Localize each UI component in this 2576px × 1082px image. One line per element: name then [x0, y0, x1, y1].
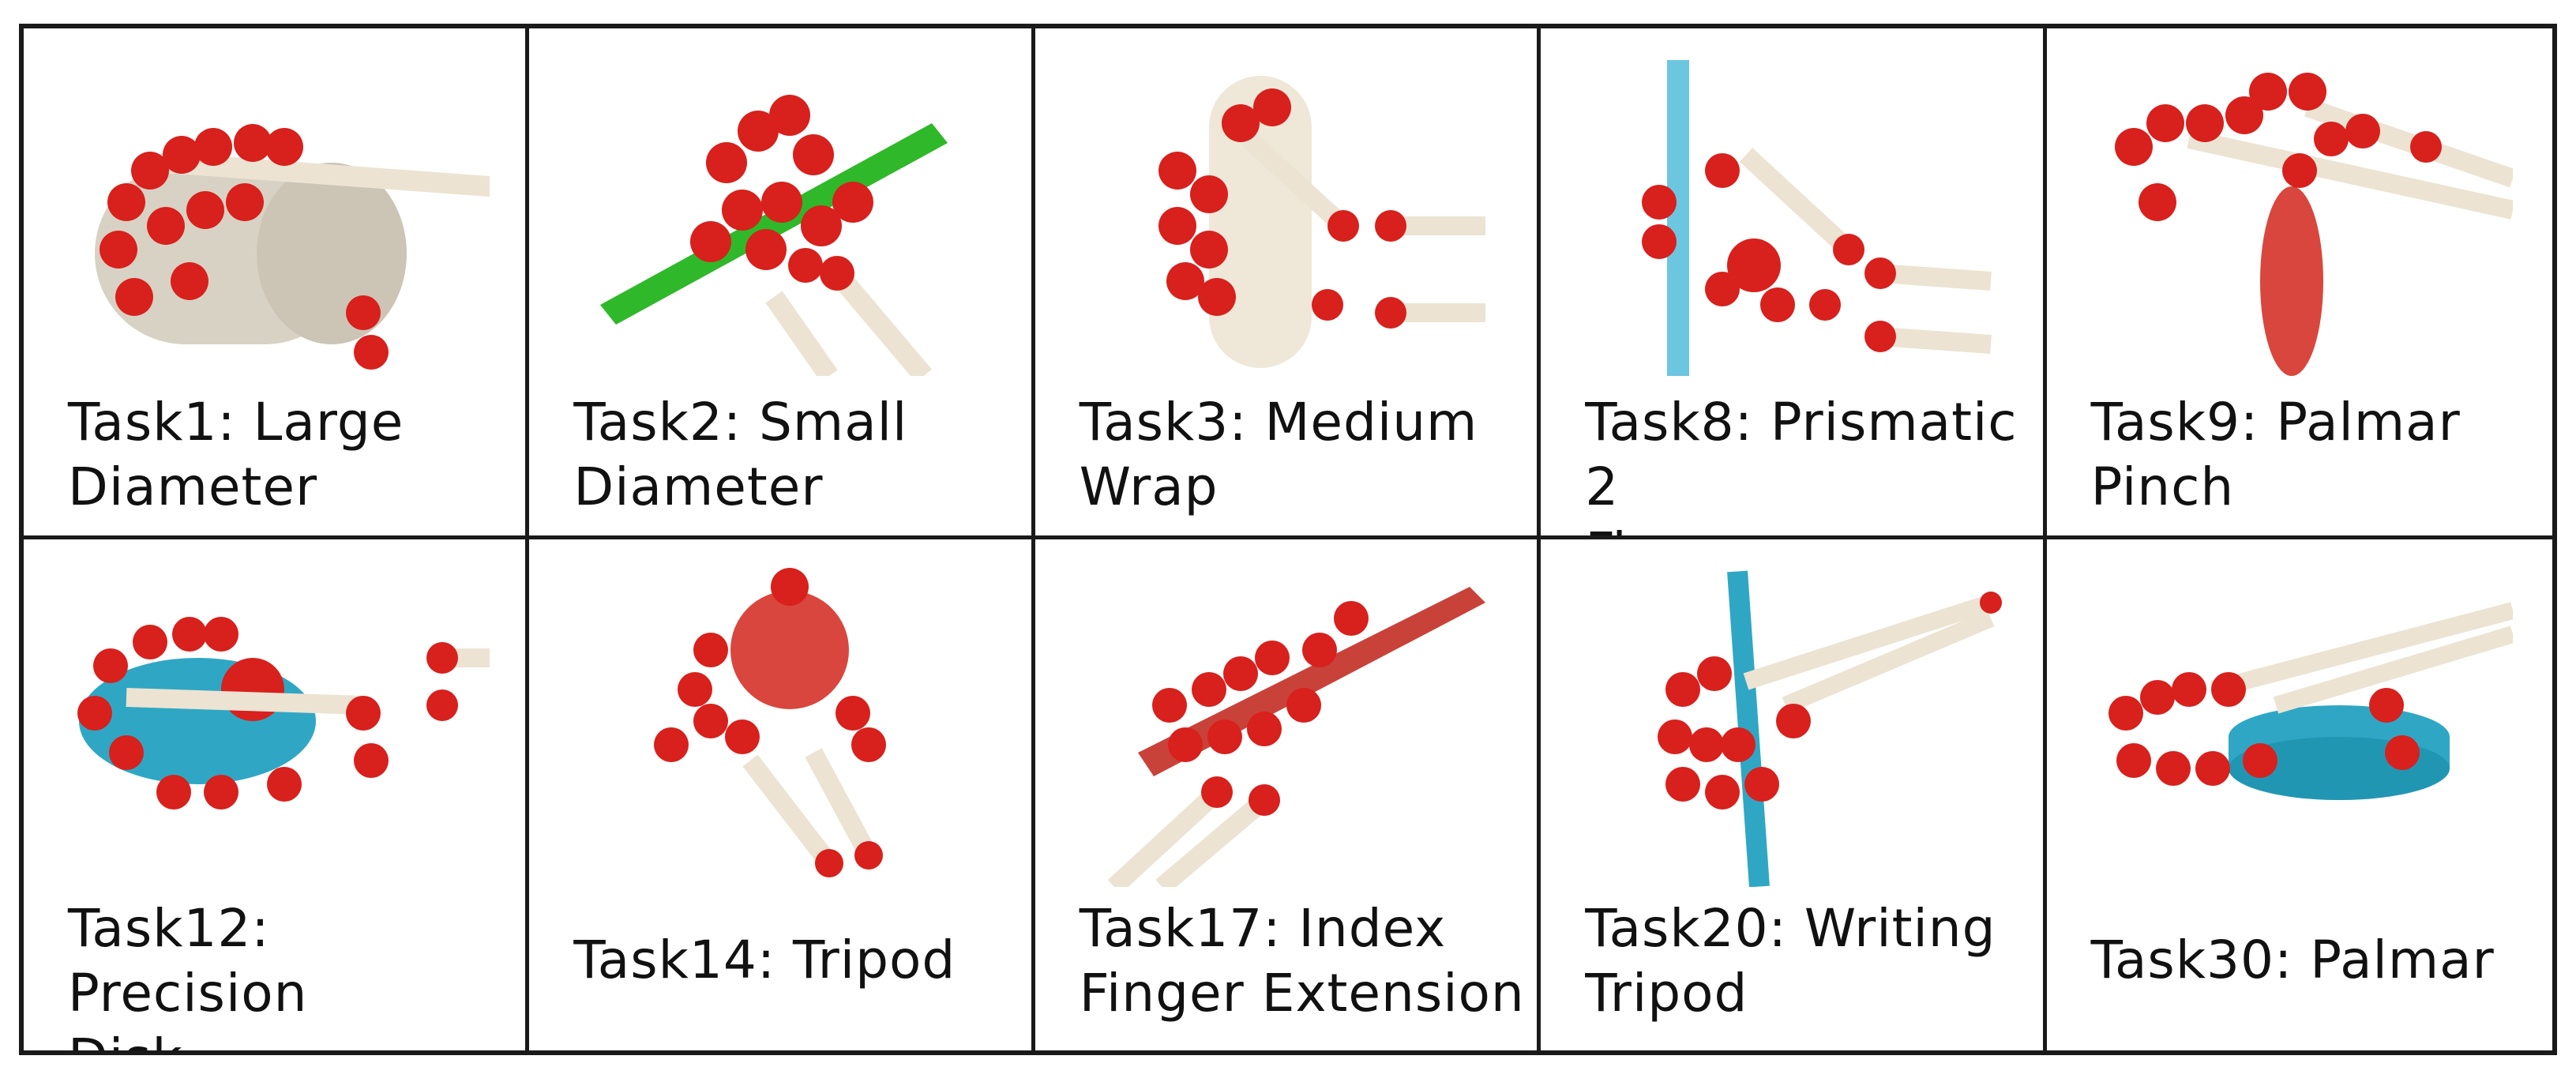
hand-grasp-illustration	[1642, 60, 1992, 376]
hand-grasp-illustration	[1107, 587, 1485, 887]
task-caption: Task2: Small Diameter	[573, 392, 908, 517]
task-caption: Task9: Palmar Pinch	[2090, 392, 2461, 517]
task-cell-4: Task8: Prismatic 2 Finger	[1541, 28, 2047, 539]
task-cell-2: Task2: Small Diameter	[529, 28, 1035, 539]
hand-grasp-illustration	[2108, 602, 2513, 800]
task-grid: Task1: Large Diameter Task2: Small Diame…	[19, 24, 2557, 1055]
hand-grasp-illustration	[95, 124, 490, 370]
hand-grasp-illustration	[1158, 76, 1485, 368]
task-cell-3: Task3: Medium Wrap	[1035, 28, 1541, 539]
hand-grasp-illustration	[77, 617, 490, 810]
task-caption: Task30: Palmar	[2090, 930, 2495, 990]
task-caption: Task8: Prismatic 2 Finger	[1585, 392, 2018, 535]
hand-grasp-illustration	[654, 568, 887, 877]
task-cell-5: Task9: Palmar Pinch	[2046, 28, 2552, 539]
task-caption: Task3: Medium Wrap	[1079, 392, 1478, 517]
hand-grasp-illustration	[600, 95, 948, 376]
task-caption: Task12: Precision Disk	[68, 898, 308, 1050]
task-caption: Task14: Tripod	[573, 930, 956, 990]
task-cell-6: Task12: Precision Disk	[24, 539, 530, 1050]
hand-grasp-illustration	[1658, 570, 2003, 887]
task-caption: Task1: Large Diameter	[68, 392, 404, 517]
task-cell-9: Task20: Writing Tripod	[1541, 539, 2047, 1050]
hand-grasp-illustration	[2114, 73, 2513, 376]
task-caption: Task17: Index Finger Extension	[1079, 898, 1525, 1024]
task-cell-8: Task17: Index Finger Extension	[1035, 539, 1541, 1050]
task-cell-1: Task1: Large Diameter	[24, 28, 530, 539]
task-cell-7: Task14: Tripod	[529, 539, 1035, 1050]
task-cell-10: Task30: Palmar	[2046, 539, 2552, 1050]
task-caption: Task20: Writing Tripod	[1585, 898, 1996, 1024]
